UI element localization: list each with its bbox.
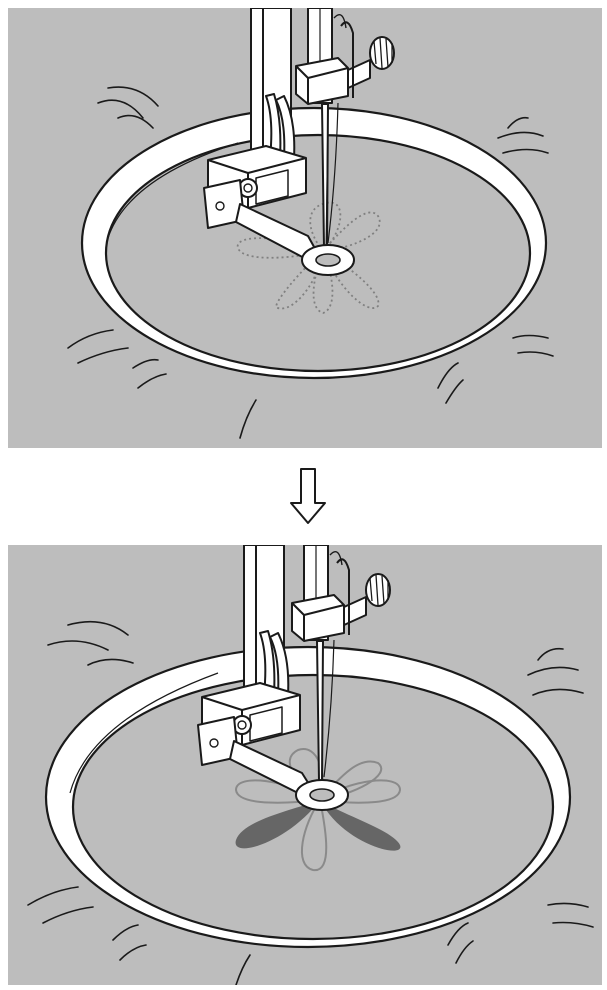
embroidery-hoop-scene [8, 8, 602, 448]
step-1-illustration [8, 8, 602, 448]
presser-foot-assembly [203, 8, 395, 276]
embroidery-hoop-scene [8, 545, 602, 985]
embroidery-hoop [80, 106, 548, 380]
fabric-wrinkles [27, 620, 594, 985]
presser-foot-assembly [197, 545, 391, 811]
down-arrow-icon [288, 467, 328, 527]
fabric-wrinkles [67, 86, 554, 439]
step-2-illustration [8, 545, 602, 985]
flower-design-preview [237, 201, 381, 314]
